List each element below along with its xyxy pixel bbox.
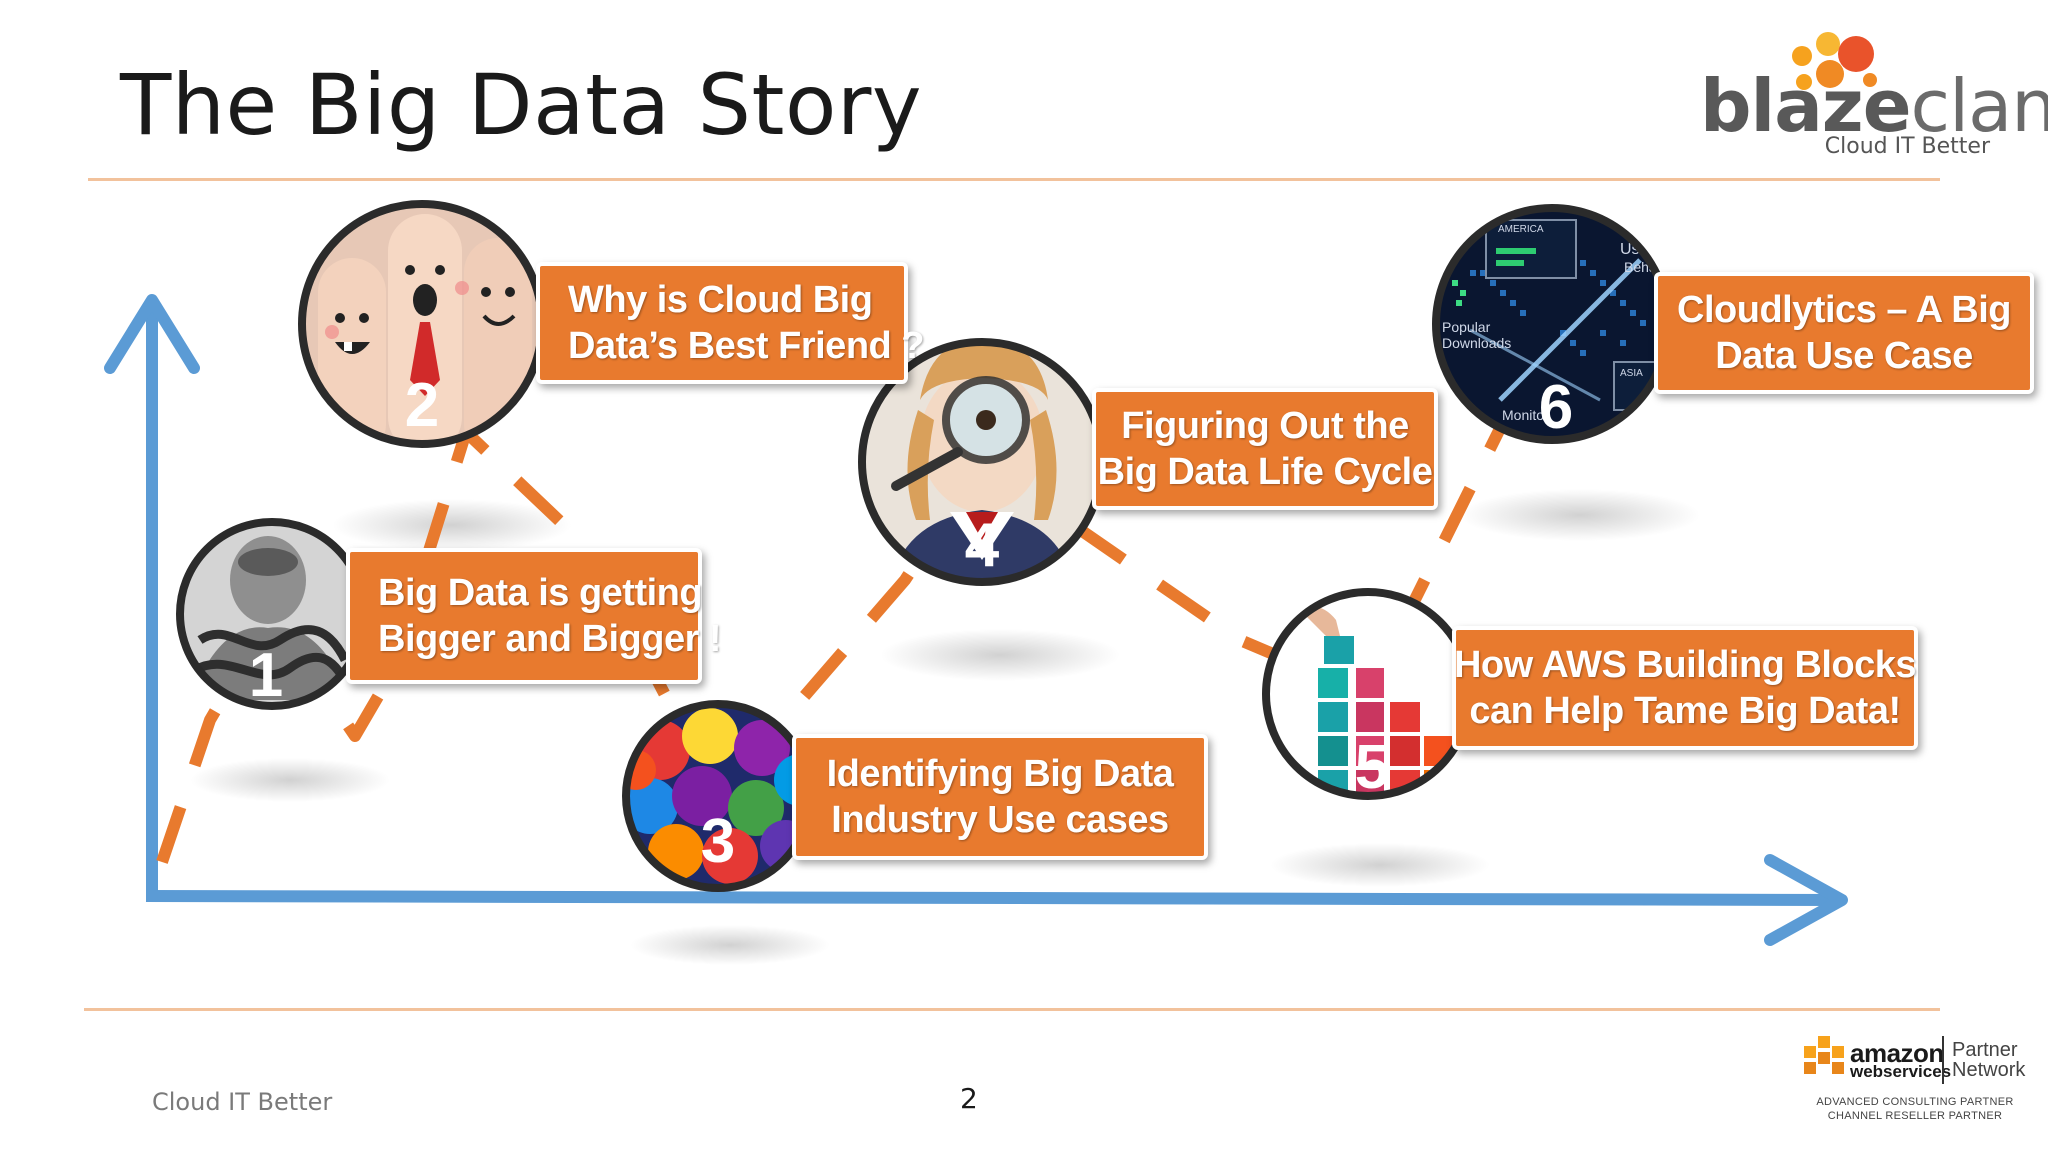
logo-tagline: Cloud IT Better [1824, 134, 1990, 159]
step-4-title-line-2: Big Data Life Cycle [1097, 451, 1433, 493]
step-6-title-line-1: Cloudlytics – A Big [1677, 289, 2011, 331]
step-6-number: 6 [1539, 373, 1573, 442]
logo-word-bold-part: blaze [1700, 64, 1912, 148]
step-2-title-line-1: Why is Cloud Big [568, 279, 873, 321]
step-1-title-line-2: Bigger and Bigger ! [378, 618, 722, 660]
dashboard-word-asia: ASIA [1620, 368, 1643, 379]
step-1-title-line-1: Big Data is getting [378, 572, 703, 614]
aws-separator [1942, 1036, 1944, 1084]
footer-divider [84, 1008, 1940, 1011]
step-2-image: 2 [298, 200, 546, 448]
axes [104, 294, 1848, 946]
step-3-label: Identifying Big Data Industry Use cases [792, 734, 1208, 860]
logo-word-light-part: clan [1910, 64, 2048, 148]
aws-network-word: Network [1952, 1059, 2026, 1081]
step-3-title-line-1: Identifying Big Data [826, 753, 1174, 795]
step-3-title-line-2: Industry Use cases [831, 799, 1169, 841]
step-4-number: 4 [965, 511, 1000, 580]
aws-webservices-word: webservices [1850, 1062, 1952, 1081]
dashboard-word-america: AMERICA [1498, 224, 1544, 235]
step-4-label: Figuring Out the Big Data Life Cycle [1092, 388, 1438, 510]
step-3-number: 3 [701, 807, 735, 876]
step-5-number: 5 [1355, 733, 1389, 802]
aws-cubes-icon [1804, 1036, 1844, 1074]
dashboard-word-monitor: Monito [1502, 407, 1544, 423]
aws-advanced-consulting: ADVANCED CONSULTING PARTNER [1816, 1096, 2014, 1108]
step-5-title-line-1: How AWS Building Blocks [1453, 644, 1917, 686]
step-5-image: 5 [1262, 588, 1474, 802]
dashboard-word-downloads: Downloads [1442, 335, 1511, 351]
logo-wordmark: blazeclan [1700, 70, 2048, 142]
step-2-label: Why is Cloud Big Data’s Best Friend ? [536, 262, 925, 384]
page-number: 2 [960, 1082, 978, 1115]
step-2-title-line-2: Data’s Best Friend ? [568, 325, 925, 367]
aws-partner-network: Partner Network [1952, 1040, 2025, 1080]
step-1-label: Big Data is getting Bigger and Bigger ! [346, 548, 722, 684]
aws-partner-word: Partner [1952, 1039, 2018, 1061]
step-5-label: How AWS Building Blocks can Help Tame Bi… [1452, 626, 1918, 750]
step-4-image: 4 [858, 338, 1106, 586]
step-3-image: 3 [622, 700, 814, 892]
step-5-title-line-2: can Help Tame Big Data! [1469, 690, 1901, 732]
aws-channel-reseller: CHANNEL RESELLER PARTNER [1827, 1110, 2003, 1122]
page-title: The Big Data Story [120, 56, 923, 154]
step-6-image: AMERICA Usa Behav Popular Downloads ASIA… [1432, 204, 1672, 444]
footer-tagline: Cloud IT Better [152, 1088, 333, 1116]
step-4-title-line-1: Figuring Out the [1121, 405, 1409, 447]
aws-amazon-word: amazon [1850, 1038, 1944, 1068]
step-1-number: 1 [249, 641, 283, 710]
step-1-image: 1 [176, 518, 368, 710]
dashboard-word-popular: Popular [1442, 319, 1491, 335]
step-6-title-line-2: Data Use Case [1715, 335, 1973, 377]
step-2-number: 2 [405, 371, 439, 440]
step-6-label: Cloudlytics – A Big Data Use Case [1654, 272, 2034, 394]
aws-partner-badge: amazon webservices Partner Network ADVAN… [1800, 1022, 2030, 1122]
blazeclan-logo: blazeclan Cloud IT Better [1700, 30, 2048, 160]
header-divider [88, 178, 1940, 181]
ground-shadows [190, 489, 1700, 965]
logo-dots-icon [1792, 32, 1877, 90]
